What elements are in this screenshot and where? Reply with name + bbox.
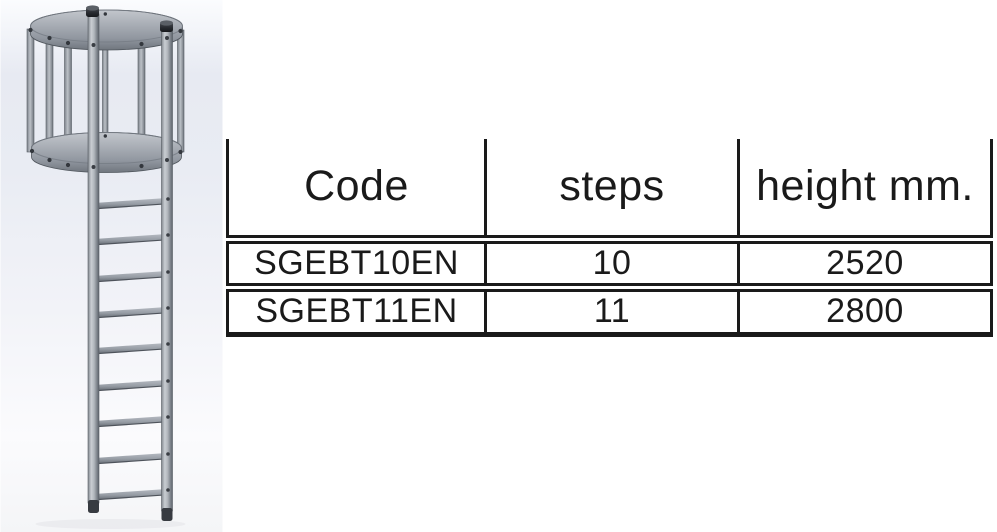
ladder-rungs bbox=[94, 198, 167, 501]
ladder-rails bbox=[86, 5, 173, 521]
height-cell: 2520 bbox=[737, 239, 992, 287]
product-spec-table: Code steps height mm. SGEBT10EN 10 2520 … bbox=[226, 139, 993, 337]
rail-bolts bbox=[91, 36, 170, 492]
table-row: SGEBT10EN 10 2520 bbox=[227, 239, 992, 287]
cage-hoops bbox=[30, 9, 183, 173]
hoop-bolts bbox=[28, 12, 183, 169]
column-header-height: height mm. bbox=[737, 139, 992, 239]
steps-cell: 10 bbox=[484, 239, 739, 287]
table-header-row: Code steps height mm. bbox=[227, 139, 992, 239]
column-header-code: Code bbox=[304, 162, 409, 211]
ladder-figure bbox=[0, 0, 223, 532]
render-background bbox=[0, 0, 223, 532]
steps-cell: 11 bbox=[484, 287, 739, 334]
ground-shadow bbox=[35, 519, 186, 529]
safety-cage-ladder-illustration bbox=[0, 0, 223, 532]
code-cell: SGEBT10EN bbox=[254, 243, 459, 282]
table-row: SGEBT11EN 11 2800 bbox=[228, 287, 992, 334]
height-cell: 2800 bbox=[737, 287, 992, 334]
rail-foot bbox=[88, 500, 99, 513]
code-cell: SGEBT11EN bbox=[255, 292, 458, 330]
column-header-steps: steps bbox=[484, 139, 739, 239]
rail-foot bbox=[161, 508, 173, 521]
